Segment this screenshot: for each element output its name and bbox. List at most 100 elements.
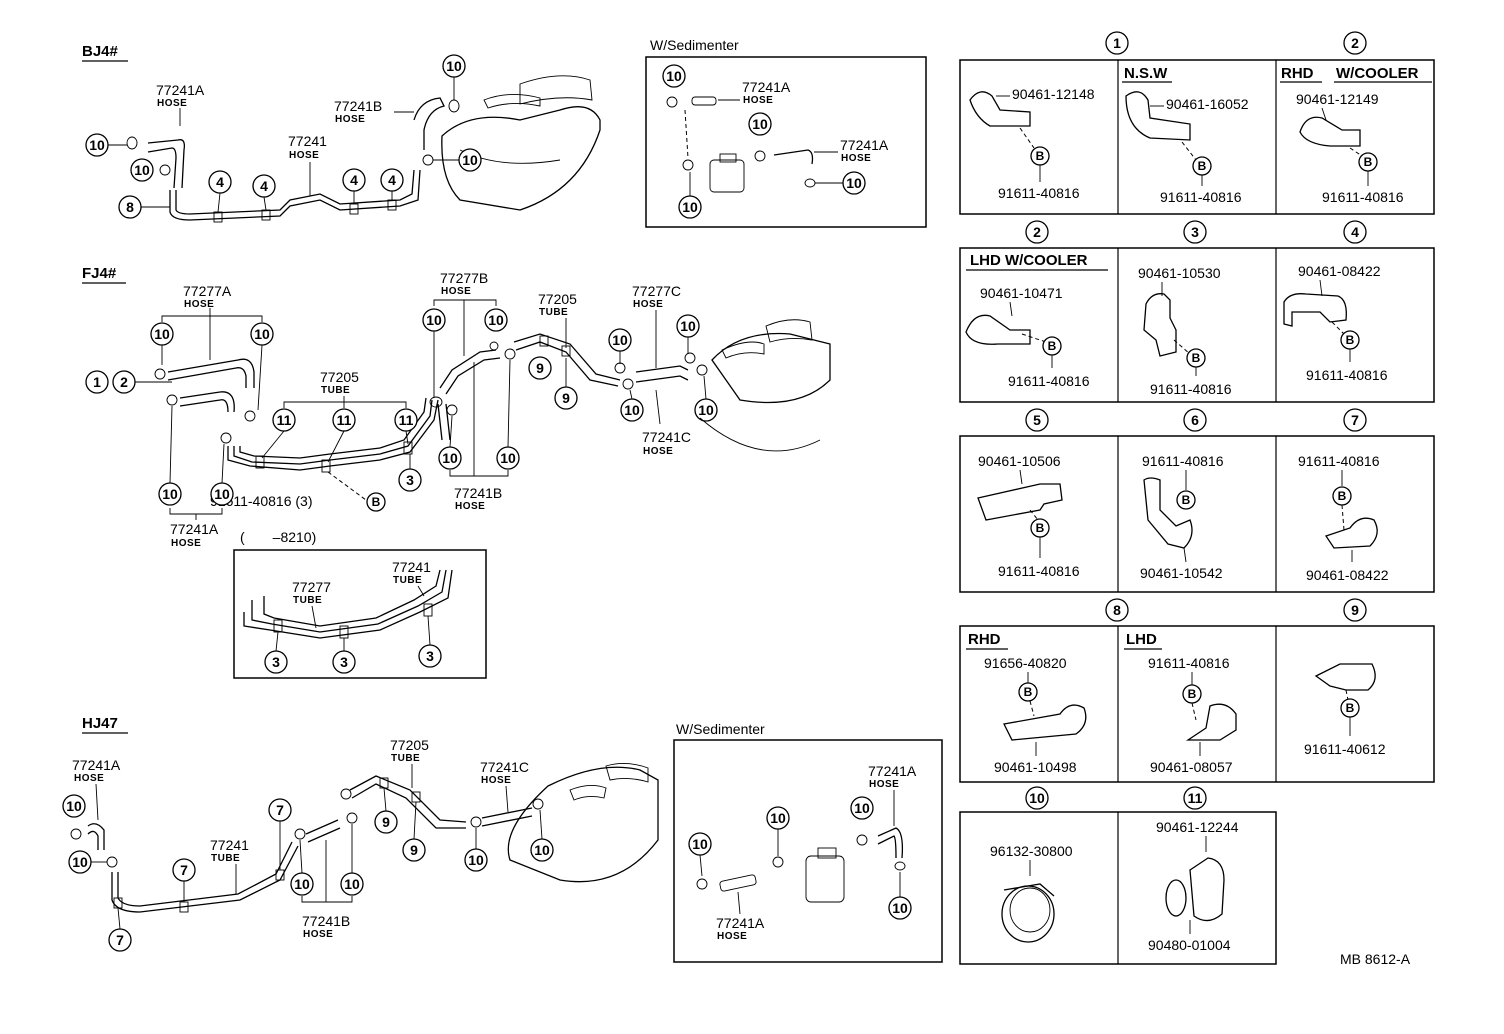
fj4-ref-10-f: 10 (484, 308, 508, 332)
panel-1-mid: N.S.W 90461-16052 B 91611-40816 (1122, 65, 1249, 205)
svg-text:90461-08422: 90461-08422 (1306, 567, 1389, 583)
panel-2-right-b: B (1358, 152, 1378, 172)
fj4-ref-10-c: 10 (158, 482, 182, 506)
svg-text:2: 2 (1351, 35, 1359, 51)
svg-text:91611-40816: 91611-40816 (1142, 453, 1224, 469)
sedimenter-top-title: W/Sedimenter (650, 37, 739, 53)
grid-header-4: 4 (1343, 220, 1367, 244)
panel-2-lhd: LHD W/COOLER 90461-10471 B 91611-40816 (965, 252, 1108, 389)
fj4-77277a-label: 77277A (183, 283, 232, 299)
bj4-77241-sub: HOSE (289, 150, 319, 161)
svg-text:B: B (1198, 159, 1207, 173)
svg-text:10: 10 (488, 312, 504, 328)
fj4-title: FJ4# (82, 265, 117, 282)
footer-code: MB 8612-A (1340, 951, 1411, 967)
svg-text:2: 2 (1033, 224, 1041, 240)
svg-text:10: 10 (666, 68, 682, 84)
svg-text:10: 10 (134, 162, 150, 178)
bj4-ref-10-d: 10 (458, 148, 482, 172)
panel-10: 96132-30800 (990, 843, 1073, 943)
svg-text:B: B (1364, 155, 1373, 169)
range-ref-3-c: 3 (418, 644, 442, 668)
svg-text:10: 10 (66, 798, 82, 814)
fj4-ref-9-a: 9 (528, 356, 552, 380)
grid-header-2b: 2 (1025, 220, 1049, 244)
svg-text:10: 10 (752, 116, 768, 132)
svg-text:TUBE: TUBE (393, 575, 422, 586)
svg-text:10: 10 (770, 810, 786, 826)
svg-text:3: 3 (272, 654, 280, 670)
svg-text:91611-40816: 91611-40816 (998, 185, 1080, 201)
grid-header-1: 1 (1105, 31, 1129, 55)
svg-text:HOSE: HOSE (717, 931, 747, 942)
svg-text:7: 7 (276, 802, 284, 818)
svg-text:4: 4 (216, 174, 224, 190)
sed-bot-ref-10-d: 10 (688, 832, 712, 856)
sed-top-77241a-a: 77241A (742, 79, 791, 95)
grid-header-6: 6 (1183, 408, 1207, 432)
fj4-ref-10-k: 10 (620, 398, 644, 422)
svg-text:96132-30800: 96132-30800 (990, 843, 1073, 859)
fj4-ref-11-c: 11 (394, 408, 418, 432)
fj4-ref-11-b: 11 (332, 408, 356, 432)
svg-text:B: B (1192, 351, 1201, 365)
svg-text:5: 5 (1033, 412, 1041, 428)
panel-3: 90461-10530 B 91611-40816 (1138, 265, 1232, 397)
svg-text:TUBE: TUBE (391, 753, 420, 764)
fj4-ref-10-j: 10 (676, 314, 700, 338)
fj4-ref-11-a: 11 (272, 408, 296, 432)
svg-text:10: 10 (698, 402, 714, 418)
svg-text:HOSE: HOSE (171, 538, 201, 549)
svg-text:RHD: RHD (1281, 65, 1314, 82)
panel-2-lhd-b: B (1042, 336, 1062, 356)
svg-text:10: 10 (294, 876, 310, 892)
svg-text:9: 9 (1351, 602, 1359, 618)
panel-11: 90461-12244 90480-01004 (1148, 819, 1239, 953)
panel-8-lhd: LHD 91611-40816 B 90461-08057 (1124, 631, 1237, 775)
bj4-ref-10-c: 10 (442, 54, 466, 78)
panel-6: 91611-40816 B 90461-10542 (1140, 453, 1224, 581)
svg-text:90461-10506: 90461-10506 (978, 453, 1061, 469)
hj47-77241-label: 77241 (210, 837, 249, 853)
svg-text:90461-12148: 90461-12148 (1012, 86, 1095, 102)
svg-text:3: 3 (1191, 224, 1199, 240)
svg-text:10: 10 (468, 852, 484, 868)
svg-text:9: 9 (562, 390, 570, 406)
fj4-77277c-label: 77277C (632, 283, 681, 299)
grid-header-7: 7 (1343, 408, 1367, 432)
sed-top-77241a-b: 77241A (840, 137, 889, 153)
svg-text:4: 4 (388, 172, 396, 188)
hj47-ref-7-a: 7 (108, 928, 132, 952)
hj47-ref-9-b: 9 (402, 838, 426, 862)
fj4-ref-3: 3 (398, 468, 422, 492)
sed-bot-77241a-a: 77241A (868, 763, 917, 779)
panel-3-b: B (1186, 348, 1206, 368)
bj4-ref-10-a: 10 (85, 133, 109, 157)
svg-text:B: B (1036, 521, 1045, 535)
hj47-ref-9-a: 9 (374, 810, 398, 834)
hj47-77241b-label: 77241B (302, 913, 350, 929)
panel-4-b: B (1340, 330, 1360, 350)
hj47-77241a-label: 77241A (72, 757, 121, 773)
svg-text:10: 10 (446, 58, 462, 74)
svg-text:B: B (1048, 339, 1057, 353)
svg-text:91611-40816: 91611-40816 (1160, 189, 1242, 205)
svg-text:10: 10 (214, 486, 230, 502)
fj4-range-label: ( –8210) (240, 529, 316, 545)
svg-text:3: 3 (426, 648, 434, 664)
svg-text:10: 10 (426, 312, 442, 328)
svg-text:TUBE: TUBE (211, 853, 240, 864)
bj4-77241-label: 77241 (288, 133, 327, 149)
bj4-77241b-label: 77241B (334, 98, 382, 114)
svg-text:HOSE: HOSE (869, 779, 899, 790)
fj4-ref-10-b: 10 (250, 322, 274, 346)
svg-text:10: 10 (462, 152, 478, 168)
svg-text:91611-40816: 91611-40816 (1008, 373, 1090, 389)
sed-top-ref-10-c: 10 (748, 112, 772, 136)
svg-text:90461-10542: 90461-10542 (1140, 565, 1223, 581)
svg-text:10: 10 (692, 836, 708, 852)
fj4-77241a-label: 77241A (170, 521, 219, 537)
svg-text:90461-10471: 90461-10471 (980, 285, 1063, 301)
panel-7: 91611-40816 B 90461-08422 (1298, 453, 1389, 583)
fj4-ref-9-b: 9 (554, 386, 578, 410)
